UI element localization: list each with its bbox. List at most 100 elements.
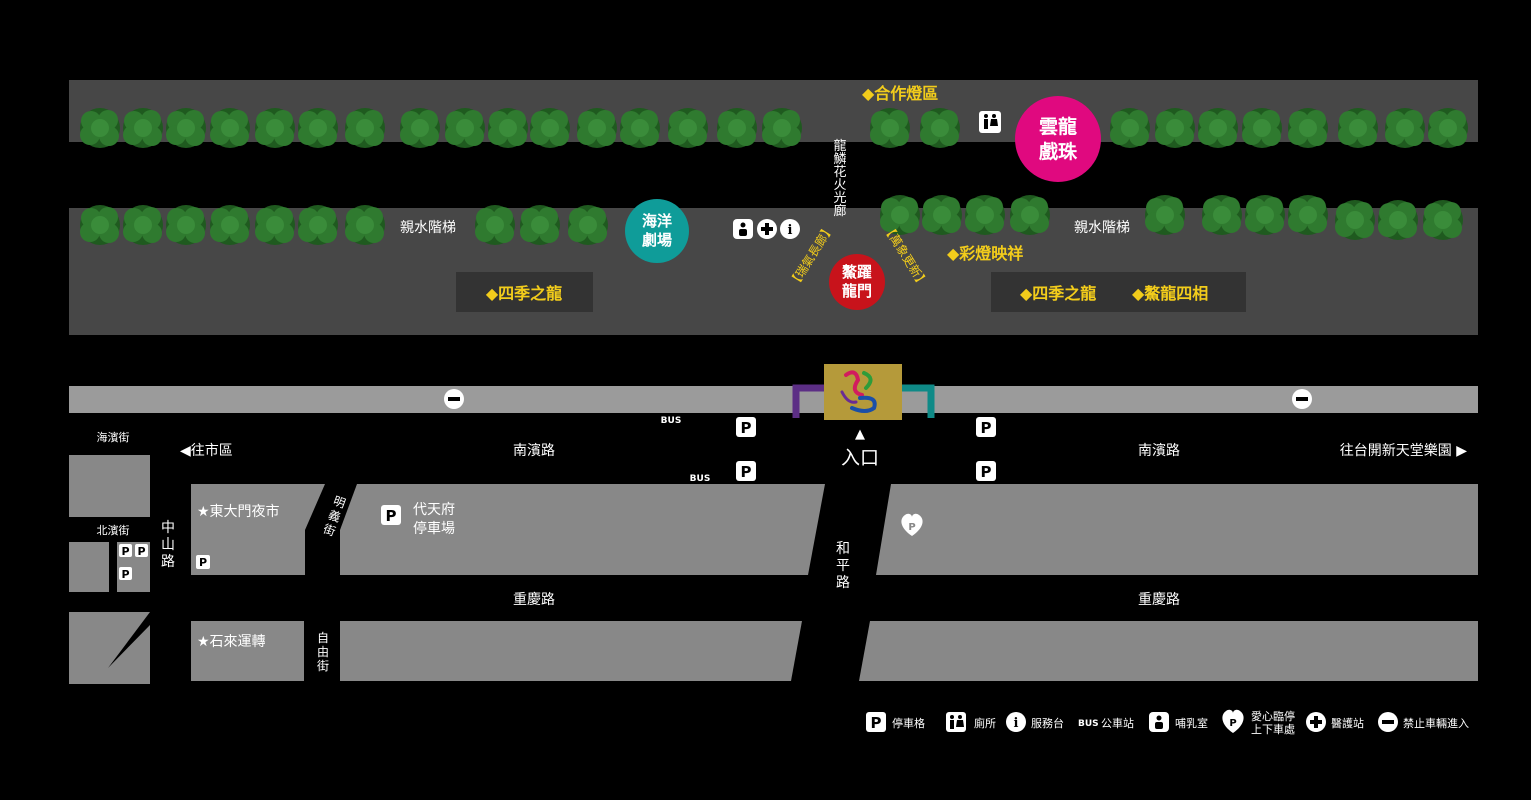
- svg-text:龍: 龍: [833, 138, 846, 154]
- svg-text:街: 街: [317, 659, 329, 673]
- svg-text:鱗: 鱗: [833, 152, 846, 167]
- info-desk-icon: i: [780, 219, 800, 239]
- parking-icon-4: [976, 461, 996, 481]
- spot-dragon-gate-line-2: 龍門: [842, 282, 872, 300]
- parking-icon-3: [976, 417, 996, 437]
- legend-no-entry-icon: [1378, 712, 1398, 732]
- entrance-label: 入口: [841, 447, 879, 469]
- svg-text:中: 中: [161, 520, 175, 536]
- spot-yunlong-circle[interactable]: [1015, 96, 1101, 182]
- svg-text:P: P: [121, 568, 129, 581]
- parking-icon-night-market: P: [196, 555, 210, 569]
- spot-dragon-gate-circle[interactable]: [829, 254, 885, 310]
- svg-text:自: 自: [317, 631, 329, 645]
- svg-text:P: P: [908, 522, 915, 533]
- bus-stop-bottom-label: BUS: [690, 474, 711, 484]
- to-theme-park-label: 往台開新天堂樂園 ▶: [1340, 442, 1467, 459]
- stairs-left-label: 親水階梯: [400, 220, 456, 236]
- block-night-market: [191, 484, 325, 575]
- svg-text:光: 光: [833, 191, 846, 206]
- svg-text:P: P: [1229, 718, 1236, 729]
- svg-text:義: 義: [326, 507, 342, 525]
- parking-icon-1: [736, 417, 756, 437]
- svg-text:廊: 廊: [833, 203, 846, 219]
- svg-text:由: 由: [317, 645, 329, 659]
- parking-icon-beibin-3: P: [119, 567, 132, 581]
- nanbin-road-right-label: 南濱路: [1138, 443, 1180, 459]
- love-drop-off-icon: P: [901, 513, 923, 536]
- tree-row-top: [80, 108, 1468, 148]
- parking-icon-daitian: [381, 505, 401, 525]
- chongqing-road-right-label: 重慶路: [1138, 592, 1180, 608]
- legend-toilet-icon: [946, 712, 966, 732]
- dragon-corridor-path: [826, 142, 854, 208]
- legend-love-label-1: 愛心臨停: [1251, 709, 1295, 723]
- legend-love-icon: P: [1222, 709, 1244, 733]
- entrance-arrow: ▲: [855, 427, 865, 442]
- entrance-gate[interactable]: [792, 364, 935, 420]
- toilet-icon: [979, 111, 1001, 133]
- legend-parking-icon: [866, 712, 886, 732]
- block-haibin: [69, 455, 150, 517]
- parking-icon-beibin-2: P: [135, 544, 148, 558]
- block-shilai: [191, 621, 304, 681]
- no-entry-icon-left: [444, 389, 464, 409]
- svg-text:P: P: [199, 556, 207, 569]
- svg-text:街: 街: [321, 522, 337, 539]
- legend: 停車格 廁所 i 服務台 BUS 公車站 哺乳室 P 愛心臨停 上下車處: [866, 709, 1469, 736]
- dragon-four-forms-label: ◆鰲龍四相: [1132, 284, 1208, 303]
- parking-icon-2: [736, 461, 756, 481]
- spot-yunlong-line-2: 戲珠: [1039, 140, 1078, 163]
- zhongshan-road-label: 中 山 路: [161, 520, 175, 570]
- legend-info-icon: i: [1006, 712, 1026, 732]
- bus-stop-top-label: BUS: [661, 416, 682, 426]
- spot-ocean-line-2: 劇場: [642, 231, 672, 249]
- medical-station-icon: [757, 219, 777, 239]
- ziyou-street-label: 自 由 街: [317, 631, 329, 673]
- spot-ocean-line-1: 海洋: [642, 212, 672, 230]
- legend-parking-label: 停車格: [892, 716, 925, 730]
- legend-bus-tag: BUS: [1078, 719, 1099, 729]
- svg-text:i: i: [788, 223, 793, 238]
- svg-text:路: 路: [836, 575, 850, 591]
- zone-box-left: [456, 272, 593, 312]
- haibin-street-label: 海濱街: [97, 430, 130, 444]
- block-beibin-left: [69, 542, 109, 592]
- daitian-parking-line-1: 代天府: [413, 502, 455, 518]
- legend-nursing-label: 哺乳室: [1175, 716, 1208, 730]
- svg-text:花: 花: [833, 164, 846, 180]
- legend-medical-label: 醫護站: [1331, 716, 1364, 730]
- spot-dragon-gate-line-1: 鰲躍: [842, 263, 872, 281]
- svg-text:i: i: [1014, 716, 1019, 731]
- svg-text:平: 平: [836, 558, 850, 574]
- block-southwest: [69, 612, 150, 684]
- nursing-room-icon: [733, 219, 753, 239]
- daitian-parking-line-2: 停車場: [413, 520, 455, 537]
- night-market-label: ★東大門夜市: [197, 503, 280, 520]
- svg-text:明: 明: [331, 494, 347, 511]
- heping-road-label: 和 平 路: [836, 541, 850, 591]
- legend-nursing-icon: [1149, 712, 1169, 732]
- spot-ocean-circle[interactable]: [625, 199, 689, 263]
- block-daitian-parking: [340, 484, 825, 575]
- beibin-street-label: 北濱街: [97, 523, 130, 537]
- four-seasons-left-label: ◆四季之龍: [486, 284, 562, 303]
- shilai-label: ★石來運轉: [197, 634, 266, 650]
- riverside-road-band: [69, 386, 1478, 413]
- chongqing-road-left-label: 重慶路: [513, 592, 555, 608]
- svg-text:和: 和: [836, 541, 850, 557]
- svg-text:P: P: [121, 545, 129, 558]
- legend-love-label-2: 上下車處: [1251, 722, 1295, 736]
- zone-box-right: [991, 272, 1246, 312]
- legend-info-label: 服務台: [1031, 716, 1064, 730]
- svg-text:路: 路: [161, 554, 175, 570]
- to-city-label: ◀往市區: [180, 442, 233, 459]
- svg-text:P: P: [137, 545, 145, 558]
- no-entry-icon-right: [1292, 389, 1312, 409]
- block-south-east: [859, 621, 1478, 681]
- legend-medical-icon: [1306, 712, 1326, 732]
- cooperation-lantern-zone-label: ◆合作燈區: [862, 84, 938, 103]
- block-south-middle: [340, 621, 802, 681]
- lantern-festival-logo-icon: [840, 370, 877, 413]
